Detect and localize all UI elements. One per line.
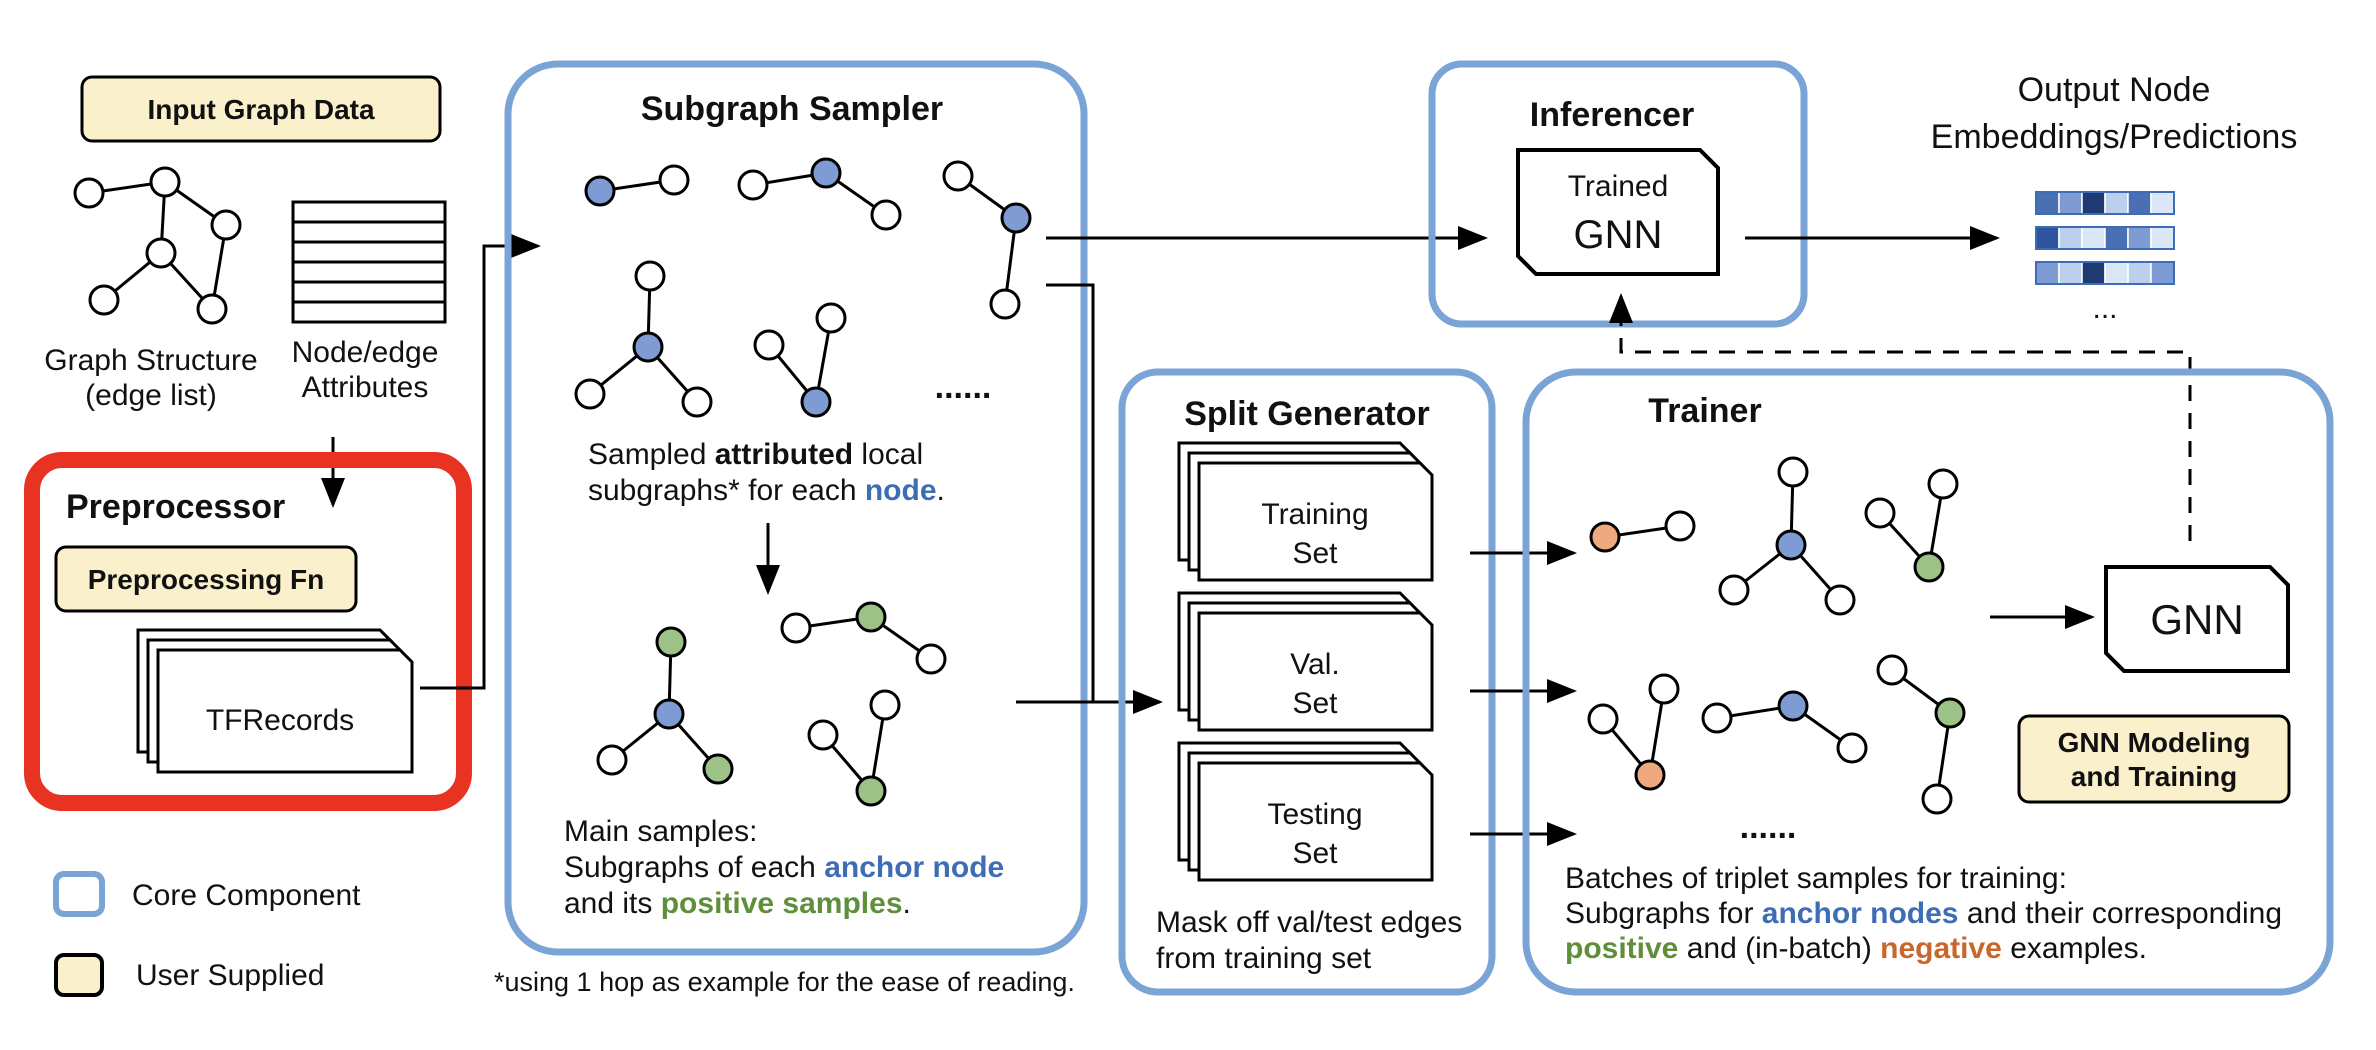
split-caption-line2: from training set [1156, 942, 1372, 975]
legend-user-swatch [54, 953, 104, 997]
val-set-line2: Set [1292, 687, 1338, 720]
trained-gnn-line2: GNN [1574, 213, 1663, 257]
embedding-cell [2150, 261, 2175, 285]
embedding-cell [2035, 226, 2060, 250]
embedding-cell [2081, 226, 2106, 250]
arrow-sampler-to-split [1046, 283, 1163, 714]
embedding-cell [2127, 226, 2152, 250]
input-graph-data-title: Input Graph Data [147, 94, 375, 125]
training-set-stack [1177, 441, 1434, 582]
legend-core-swatch [53, 871, 105, 917]
tfrecords-stack [136, 628, 414, 774]
embedding-cell [2127, 261, 2152, 285]
embedding-cell [2081, 261, 2106, 285]
main-samples-line2: Subgraphs of each anchor node [564, 851, 1004, 884]
graph-structure-label-2: (edge list) [85, 379, 217, 412]
val-set-stack [1177, 591, 1434, 732]
attributes-label-2: Attributes [302, 371, 429, 404]
training-set-line2: Set [1292, 537, 1338, 570]
trainer-caption-line1: Batches of triplet samples for training: [1565, 862, 2067, 895]
trainer-gnn-label: GNN [2150, 596, 2243, 643]
legend-core-label: Core Component [132, 879, 361, 912]
footnote: *using 1 hop as example for the ease of … [494, 967, 1075, 997]
embedding-vector [2035, 261, 2175, 285]
embedding-vectors-icon [2035, 191, 2175, 285]
gnn-modeling-line1: GNN Modeling [2058, 727, 2251, 758]
embedding-cell [2104, 261, 2129, 285]
testing-set-stack [1177, 741, 1434, 882]
embedding-cell [2104, 226, 2129, 250]
training-set-line1: Training [1261, 498, 1368, 531]
preprocessor-box [24, 452, 472, 811]
arrow-trainer-to-inferencer [1609, 293, 2192, 541]
embedding-cell [2150, 191, 2175, 215]
split-caption-line1: Mask off val/test edges [1156, 906, 1462, 939]
testing-set-line1: Testing [1267, 798, 1362, 831]
preprocessing-fn-label: Preprocessing Fn [88, 564, 325, 595]
embedding-cell [2035, 191, 2060, 215]
triplet-samples-graphs [1587, 456, 1966, 815]
trainer-title: Trainer [1648, 392, 1761, 430]
subgraph-sampler-box [504, 60, 1088, 956]
output-ellipsis: ... [2092, 292, 2117, 325]
embedding-cell [2058, 191, 2083, 215]
embedding-cell [2104, 191, 2129, 215]
embedding-vector [2035, 191, 2175, 215]
trained-gnn-box [1516, 148, 1720, 276]
input-graph-structure [73, 166, 242, 325]
subgraph-sampler-title: Subgraph Sampler [641, 90, 943, 128]
trainer-caption-line3: positive and (in-batch) negative example… [1565, 932, 2147, 965]
sampled-subgraphs [574, 157, 1032, 418]
gnn-modeling-line2: and Training [2071, 761, 2237, 792]
split-generator-box [1118, 368, 1496, 996]
main-samples-line3: and its positive samples. [564, 887, 911, 920]
sampler-ellipsis: ...... [935, 368, 992, 406]
embedding-cell [2035, 261, 2060, 285]
trainer-caption-line2: Subgraphs for anchor nodes and their cor… [1565, 897, 2282, 930]
legend-user-label: User Supplied [136, 959, 324, 992]
preprocessor-title: Preprocessor [66, 488, 285, 526]
sampler-caption-line1: Sampled attributed local [588, 438, 923, 471]
main-samples-graphs [596, 601, 947, 807]
input-graph-data-box [80, 75, 442, 143]
testing-set-line2: Set [1292, 837, 1338, 870]
output-title-line2: Embeddings/Predictions [1931, 118, 2298, 156]
main-samples-line1: Main samples: [564, 815, 757, 848]
attributes-label: Node/edge [292, 336, 439, 369]
tfrecords-label: TFRecords [206, 704, 354, 737]
trainer-ellipsis: ...... [1740, 808, 1797, 846]
output-title-line1: Output Node [2018, 71, 2211, 109]
preprocessing-fn-box [54, 545, 358, 613]
graph-structure-label: Graph Structure [44, 344, 257, 377]
trained-gnn-line1: Trained [1568, 170, 1669, 203]
inferencer-box [1428, 60, 1808, 328]
embedding-cell [2081, 191, 2106, 215]
embedding-cell [2058, 226, 2083, 250]
embedding-vector [2035, 226, 2175, 250]
sampler-caption-line2: subgraphs* for each node. [588, 474, 945, 507]
attribute-table-icon [291, 200, 447, 324]
inferencer-title: Inferencer [1530, 96, 1694, 134]
trainer-gnn-box [2104, 565, 2290, 673]
embedding-cell [2058, 261, 2083, 285]
embedding-cell [2150, 226, 2175, 250]
trainer-box [1522, 368, 2334, 996]
split-generator-title: Split Generator [1184, 395, 1430, 433]
gnn-modeling-box [2017, 714, 2291, 804]
val-set-line1: Val. [1290, 648, 1339, 681]
embedding-cell [2127, 191, 2152, 215]
